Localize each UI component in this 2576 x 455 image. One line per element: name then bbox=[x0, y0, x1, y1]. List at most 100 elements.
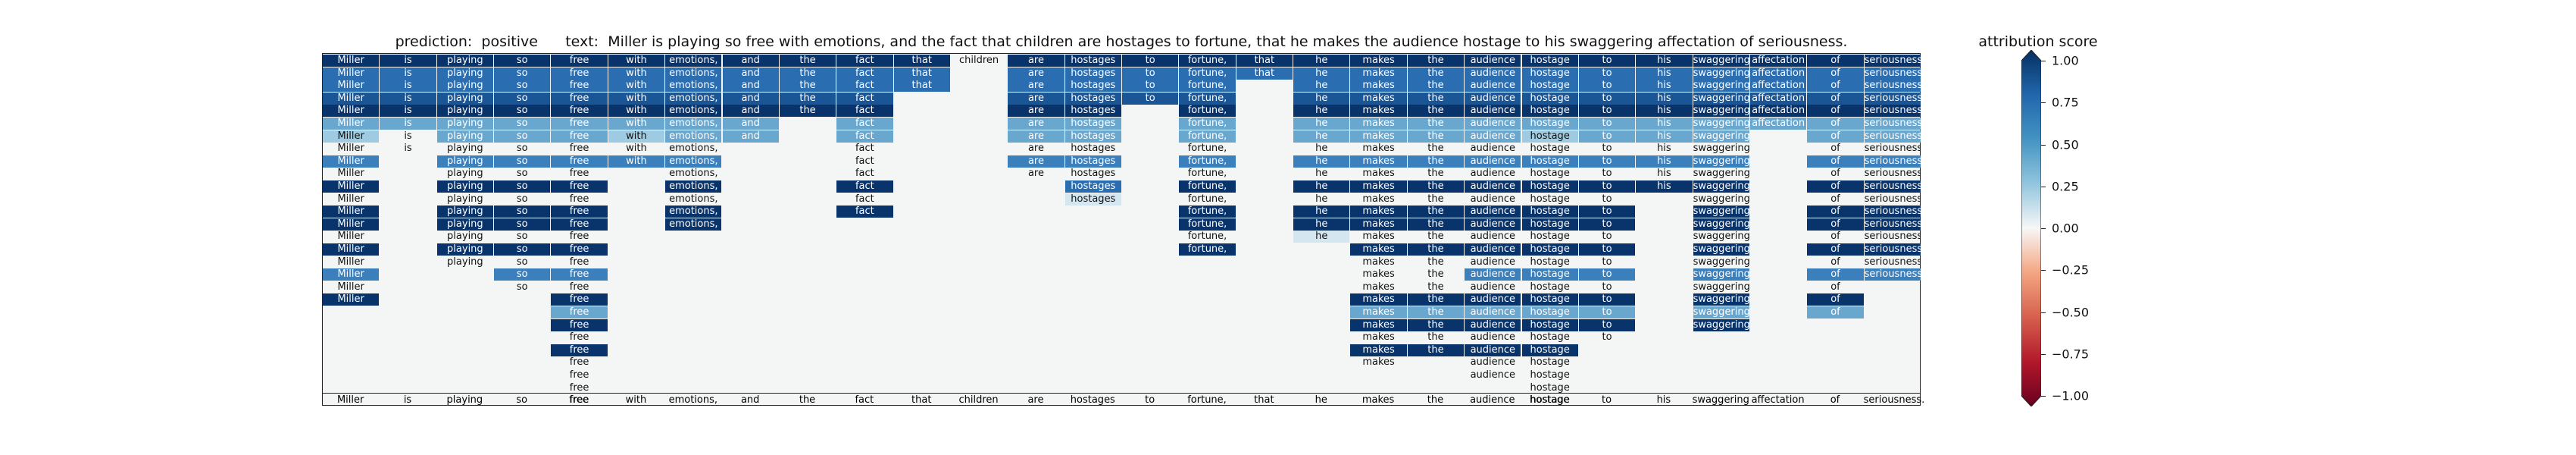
heatmap-cell: seriousness. bbox=[1864, 92, 1921, 105]
heatmap-cell: audience bbox=[1465, 243, 1521, 256]
heatmap-cell: to bbox=[1602, 256, 1612, 268]
colorbar-tickmark bbox=[2041, 228, 2046, 229]
colorbar-tickmark bbox=[2041, 312, 2046, 313]
heatmap-cell: audience bbox=[1470, 369, 1516, 381]
heatmap-cell: seriousness. bbox=[1864, 268, 1921, 281]
heatmap-cell: the bbox=[1407, 306, 1465, 318]
heatmap-cell: the bbox=[1407, 130, 1465, 143]
heatmap-cell: fortune, bbox=[1179, 180, 1236, 193]
heatmap-cell: to bbox=[1578, 268, 1636, 281]
heatmap-cell: of bbox=[1807, 268, 1864, 281]
heatmap-cell: hostage bbox=[1521, 218, 1578, 231]
heatmap-cell: fortune, bbox=[1179, 67, 1236, 80]
heatmap-cell: with bbox=[608, 55, 665, 67]
heatmap-cell: playing bbox=[436, 155, 494, 168]
heatmap-cell: hostage bbox=[1521, 268, 1578, 281]
heatmap-cell: makes bbox=[1350, 293, 1407, 306]
heatmap-cell: playing bbox=[447, 231, 483, 243]
heatmap-cell: he bbox=[1293, 130, 1350, 143]
heatmap-cell: and bbox=[722, 67, 779, 80]
heatmap-cell: makes bbox=[1350, 80, 1407, 93]
heatmap-cell: Miller bbox=[323, 67, 380, 80]
heatmap-cell: the bbox=[1407, 243, 1465, 256]
heatmap-cell: free bbox=[569, 394, 589, 406]
heatmap-cell: swaggering bbox=[1693, 143, 1749, 155]
heatmap-cell: the bbox=[779, 80, 836, 93]
heatmap-cell: emotions, bbox=[665, 92, 722, 105]
heatmap-cell: to bbox=[1602, 331, 1612, 344]
heatmap-cell: is bbox=[380, 105, 436, 118]
heatmap-cell: Miller bbox=[323, 206, 380, 218]
heatmap-cell: emotions, bbox=[665, 67, 722, 80]
heatmap-cell: hostage bbox=[1521, 306, 1578, 318]
heatmap-cell: to bbox=[1578, 318, 1636, 331]
heatmap-cell: audience bbox=[1465, 80, 1521, 93]
heatmap-cell: playing bbox=[436, 67, 494, 80]
heatmap-cell: is bbox=[404, 130, 412, 142]
heatmap-cell: seriousness. bbox=[1864, 155, 1921, 168]
heatmap-cell: to bbox=[1578, 130, 1636, 143]
heatmap-cell: of bbox=[1807, 130, 1864, 143]
heatmap-cell: fortune, bbox=[1179, 92, 1236, 105]
heatmap-cell: seriousness. bbox=[1864, 193, 1921, 205]
heatmap-cell: he bbox=[1293, 92, 1350, 105]
heatmap-cell: fact bbox=[836, 92, 893, 105]
footer-token: playing bbox=[446, 394, 483, 406]
heatmap-cell: free bbox=[551, 80, 608, 93]
heatmap-cell: swaggering bbox=[1693, 231, 1749, 243]
heatmap-cell: Miller bbox=[323, 55, 380, 67]
heatmap-cell: audience bbox=[1470, 281, 1516, 293]
heatmap-cell: swaggering bbox=[1693, 55, 1749, 67]
footer-token: free bbox=[569, 394, 589, 406]
footer-token: that bbox=[1254, 394, 1274, 406]
heatmap-cell: free bbox=[569, 356, 589, 369]
heatmap-cell: hostages bbox=[1064, 67, 1121, 80]
heatmap-cell: he bbox=[1293, 206, 1350, 218]
heatmap-cell: makes bbox=[1350, 218, 1407, 231]
heatmap-cell: emotions, bbox=[665, 130, 722, 143]
heatmap-cell: so bbox=[494, 118, 551, 130]
heatmap-cell: audience bbox=[1465, 155, 1521, 168]
heatmap-cell: the bbox=[1427, 331, 1444, 344]
heatmap-cell: of bbox=[1830, 143, 1840, 155]
heatmap-cell: fact bbox=[836, 67, 893, 80]
heatmap-cell: his bbox=[1636, 118, 1693, 130]
heatmap-cell: to bbox=[1122, 80, 1179, 93]
heatmap-cell: playing bbox=[436, 118, 494, 130]
heatmap-cell: swaggering bbox=[1693, 80, 1749, 93]
heatmap-cell: fortune, bbox=[1187, 193, 1227, 205]
heatmap-cell: so bbox=[494, 130, 551, 143]
heatmap-cell: fact bbox=[836, 105, 893, 118]
heatmap-cell: free bbox=[551, 206, 608, 218]
prediction-value: positive bbox=[481, 33, 538, 50]
heatmap-cell: and bbox=[722, 130, 779, 143]
heatmap-cell: are bbox=[1008, 155, 1064, 168]
heatmap-cell: to bbox=[1578, 206, 1636, 218]
heatmap-cell: swaggering bbox=[1693, 281, 1749, 293]
colorbar-tick-label: 0.00 bbox=[2052, 221, 2079, 236]
heatmap-cell: of bbox=[1807, 55, 1864, 67]
heatmap-cell: audience bbox=[1465, 344, 1521, 356]
heatmap-cell: hostage bbox=[1521, 318, 1578, 331]
heatmap-cell: the bbox=[1407, 318, 1465, 331]
heatmap-cell: fortune, bbox=[1187, 143, 1227, 155]
colorbar-tickmark bbox=[2041, 353, 2046, 355]
heatmap-cell: emotions, bbox=[665, 105, 722, 118]
heatmap-cell: audience bbox=[1465, 293, 1521, 306]
heatmap-cell: the bbox=[779, 67, 836, 80]
heatmap-cell: makes bbox=[1362, 331, 1395, 344]
heatmap-cell: fact bbox=[855, 155, 874, 167]
heatmap-cell: hostage bbox=[1521, 344, 1578, 356]
heatmap-cell: makes bbox=[1350, 92, 1407, 105]
heatmap-cell: free bbox=[569, 256, 589, 268]
heatmap-cell: he bbox=[1315, 193, 1328, 205]
heatmap-cell: children bbox=[959, 55, 999, 66]
heatmap-cell: hostages bbox=[1064, 193, 1121, 206]
colorbar-tick-label: −1.00 bbox=[2052, 388, 2090, 403]
heatmap-cell: audience bbox=[1470, 356, 1516, 369]
heatmap-cell: audience bbox=[1465, 268, 1521, 281]
heatmap-cell: free bbox=[551, 318, 608, 331]
heatmap-cell: swaggering bbox=[1693, 155, 1749, 168]
heatmap-cell: playing bbox=[436, 92, 494, 105]
heatmap-cell: Miller bbox=[323, 293, 380, 306]
